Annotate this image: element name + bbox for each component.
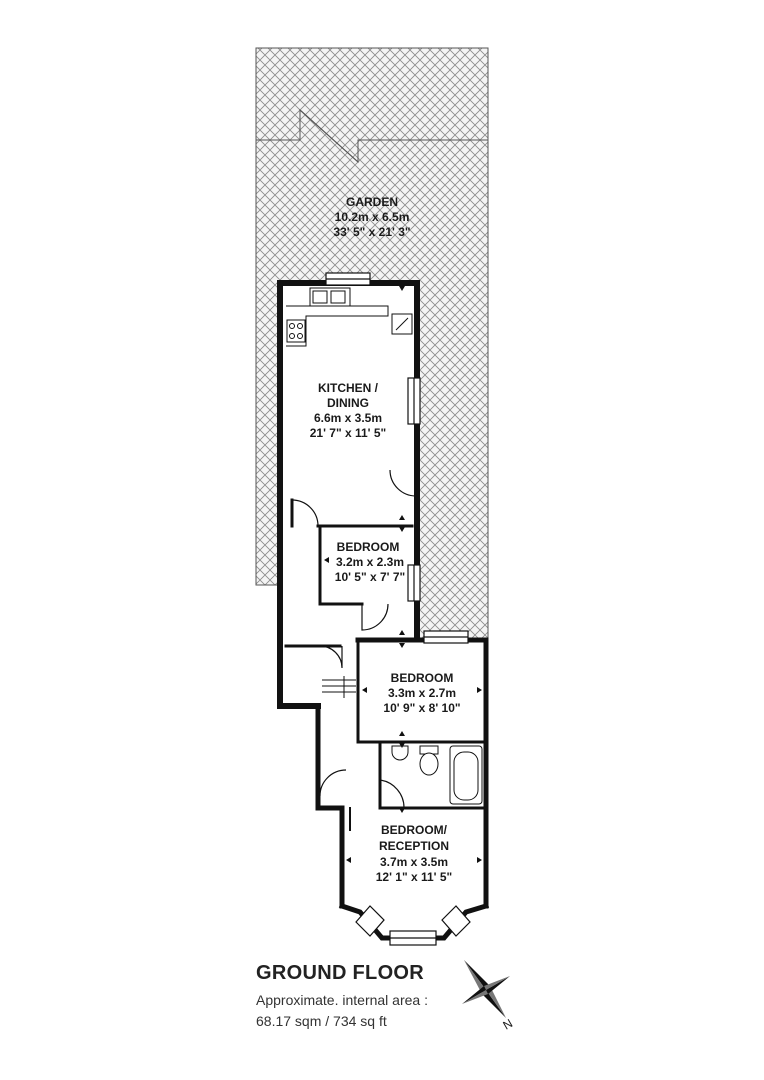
room-label-reception: BEDROOM/ RECEPTION 3.7m x 3.5m 12' 1" x … [376, 823, 452, 884]
bedroom-mid-metric: 3.3m x 2.7m [388, 686, 456, 700]
area-value: 68.17 sqm / 734 sq ft [256, 1013, 387, 1029]
room-label-bedroom-small: BEDROOM 3.2m x 2.3m 10' 5" x 7' 7" [335, 540, 405, 584]
kitchen-metric: 6.6m x 3.5m [314, 411, 382, 425]
room-label-bedroom-mid: BEDROOM 3.3m x 2.7m 10' 9" x 8' 10" [383, 671, 460, 715]
bathroom-fittings [391, 745, 483, 805]
compass-north-label: N [501, 1016, 516, 1032]
reception-metric: 3.7m x 3.5m [380, 855, 448, 869]
bedroom-small-imperial: 10' 5" x 7' 7" [335, 570, 405, 584]
floor-title: GROUND FLOOR [256, 962, 425, 984]
room-label-garden: GARDEN 10.2m x 6.5m 33' 5" x 21' 3" [333, 195, 410, 239]
kitchen-name-2: DINING [327, 396, 369, 410]
bedroom-mid-name: BEDROOM [391, 671, 454, 685]
markers [324, 286, 482, 863]
area-label: Approximate. internal area : [256, 992, 428, 1008]
doors [291, 469, 417, 809]
hob-icon [286, 319, 306, 343]
windows [325, 272, 471, 946]
kitchen-imperial: 21' 7" x 11' 5" [310, 426, 386, 440]
reception-imperial: 12' 1" x 11' 5" [376, 870, 452, 884]
basin-icon [391, 745, 409, 761]
garden-imperial: 33' 5" x 21' 3" [333, 225, 410, 239]
window-bay-left [355, 905, 385, 937]
bath-icon [449, 745, 483, 805]
window-bay-right [441, 905, 471, 937]
compass-icon: N [462, 960, 515, 1033]
room-label-kitchen: KITCHEN / DINING 6.6m x 3.5m 21' 7" x 11… [310, 381, 386, 440]
bedroom-small-metric: 3.2m x 2.3m [336, 555, 404, 569]
kitchen-fittings [286, 287, 413, 347]
bedroom-small-name: BEDROOM [337, 540, 400, 554]
garden-metric: 10.2m x 6.5m [335, 210, 410, 224]
bedroom-mid-imperial: 10' 9" x 8' 10" [383, 701, 460, 715]
reception-name-2: RECEPTION [379, 839, 449, 853]
garden-name: GARDEN [346, 195, 398, 209]
reception-name-1: BEDROOM/ [381, 823, 448, 837]
kitchen-name-1: KITCHEN / [318, 381, 379, 395]
stairs-icon [322, 676, 356, 698]
